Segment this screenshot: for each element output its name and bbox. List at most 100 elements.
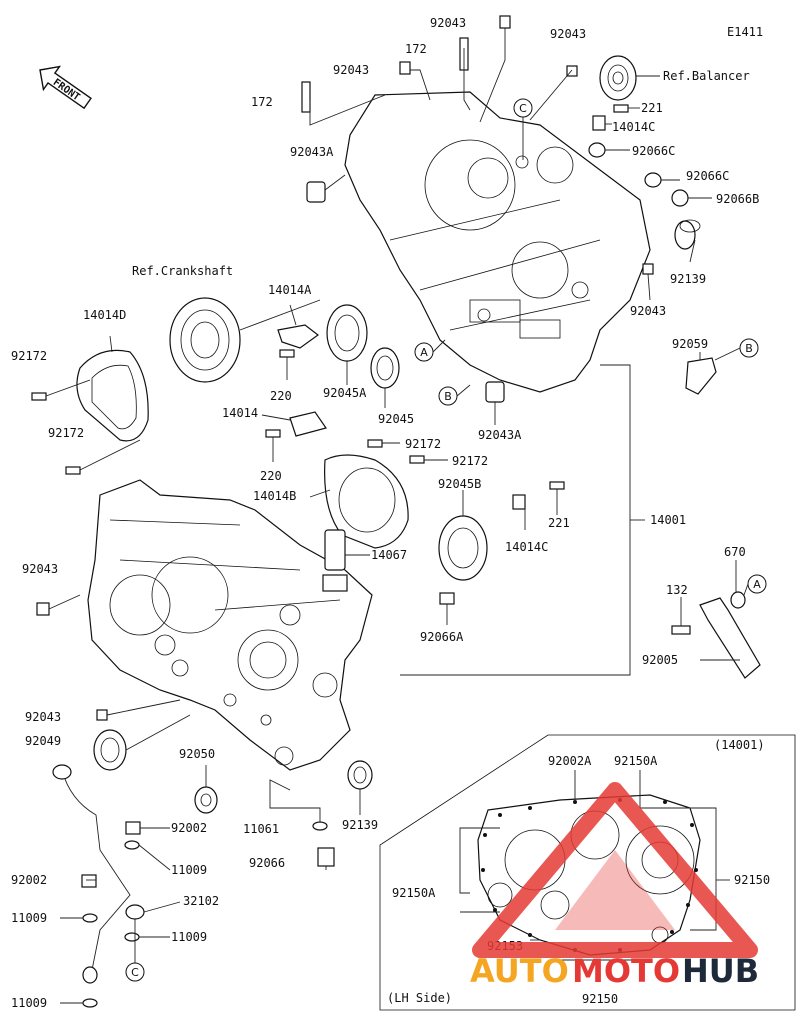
watermark-logo: AUTO MOTO HUB — [470, 782, 759, 990]
bearing-92045B — [438, 515, 488, 581]
label-92050: 92050 — [179, 747, 215, 761]
collar-92066C-a — [588, 142, 606, 158]
stud-172-b — [301, 81, 311, 113]
label-670: 670 — [724, 545, 746, 559]
plug-92066 — [317, 847, 335, 867]
callout-a-1: A — [414, 342, 434, 362]
label-32102: 32102 — [183, 894, 219, 908]
collar-92066A — [439, 592, 455, 605]
callout-a-2: A — [747, 574, 767, 594]
label-92043A: 92043A — [290, 145, 334, 159]
bolt-92002-a — [125, 821, 141, 835]
label-92043: 92043 — [25, 710, 61, 724]
plate-14014B — [324, 454, 409, 549]
svg-text:C: C — [519, 102, 527, 115]
bearing-ref-balancer — [599, 55, 637, 101]
label-92043: 92043 — [333, 63, 369, 77]
seal-92049 — [93, 729, 127, 771]
bolt-92172-d — [409, 455, 425, 464]
bolt-92172-a — [31, 392, 47, 401]
seal-14067 — [322, 574, 348, 592]
label-92172: 92172 — [452, 454, 488, 468]
label-92150A: 92150A — [614, 754, 658, 768]
inset-title: (14001) — [714, 738, 765, 752]
plate-14014C-low — [512, 494, 526, 510]
svg-text:A: A — [753, 578, 761, 591]
seal-92050 — [194, 786, 218, 814]
label-14001: 14001 — [650, 513, 686, 527]
sleeve-14067 — [324, 529, 346, 571]
collar-92139-top — [674, 219, 701, 250]
label-132: 132 — [666, 583, 688, 597]
bearing-ref-crankshaft — [169, 297, 241, 383]
bolt-220-a — [279, 349, 295, 358]
label-11009: 11009 — [171, 930, 207, 944]
label-11009: 11009 — [11, 911, 47, 925]
label-221: 221 — [641, 101, 663, 115]
label-14014: 14014 — [222, 406, 258, 420]
svg-text:A: A — [420, 346, 428, 359]
dowel-92043A-top — [306, 181, 326, 203]
label-11009: 11009 — [11, 996, 47, 1010]
oring-670 — [730, 591, 746, 609]
label-220: 220 — [260, 469, 282, 483]
svg-text:C: C — [131, 966, 139, 979]
bolt-92172-b — [65, 466, 81, 475]
label-14067: 14067 — [371, 548, 407, 562]
label-ref-crankshaft: Ref.Crankshaft — [132, 264, 233, 278]
dowel-92043-top — [499, 15, 511, 29]
callout-c-1: C — [513, 98, 533, 118]
label-92066A: 92066A — [420, 630, 464, 644]
label-92043: 92043 — [630, 304, 666, 318]
label-92049: 92049 — [25, 734, 61, 748]
lower-crankcase-left — [87, 479, 373, 771]
label-220: 220 — [270, 389, 292, 403]
label-172: 172 — [405, 42, 427, 56]
dowel-92043-upper — [399, 61, 411, 75]
washer-11009-b — [82, 913, 98, 923]
label-14014D: 14014D — [83, 308, 126, 322]
label-ref-balancer: Ref.Balancer — [663, 69, 750, 83]
bearing-92045A — [326, 304, 368, 362]
watermark-hub: HUB — [682, 952, 759, 990]
label-92043: 92043 — [430, 16, 466, 30]
leader-lines — [45, 28, 740, 1004]
label-92066: 92066 — [249, 856, 285, 870]
label-11061: 11061 — [243, 822, 279, 836]
washer-11009-d — [82, 998, 98, 1008]
inset-side-label: (LH Side) — [387, 991, 452, 1005]
callout-c-2: C — [125, 962, 145, 982]
label-92045: 92045 — [378, 412, 414, 426]
label-14014A: 14014A — [268, 283, 312, 297]
gasket-11061 — [312, 821, 328, 831]
bolt-221-low — [549, 481, 565, 490]
label-92002A: 92002A — [548, 754, 592, 768]
label-14014C: 14014C — [612, 120, 655, 134]
label-92150A: 92150A — [392, 886, 436, 900]
label-221: 221 — [548, 516, 570, 530]
plate-14014D — [76, 349, 149, 442]
label-92005: 92005 — [642, 653, 678, 667]
label-92043: 92043 — [550, 27, 586, 41]
upper-crankcase-right — [344, 91, 651, 393]
banjo-mid — [125, 904, 145, 920]
label-172: 172 — [251, 95, 273, 109]
collar-92139-low — [347, 760, 373, 790]
watermark-auto: AUTO — [470, 952, 569, 990]
plate-14014A — [277, 324, 320, 349]
hose-32102 — [61, 769, 131, 981]
label-92045A: 92045A — [323, 386, 367, 400]
collar-92066B — [671, 189, 689, 207]
bolt-221-top — [613, 104, 629, 113]
dowel-92043-low — [96, 709, 108, 721]
washer-11009-a — [124, 840, 140, 850]
bolt-92002-b — [81, 874, 97, 888]
label-92150: 92150 — [582, 992, 618, 1006]
label-92059: 92059 — [672, 337, 708, 351]
bolt-220-b — [265, 429, 281, 438]
label-14014B: 14014B — [253, 489, 296, 503]
svg-text:B: B — [444, 390, 452, 403]
diagram-code: E1411 — [727, 25, 763, 39]
part-labels: 92043 92043 172 92043 Ref.Balancer 172 2… — [11, 16, 759, 1010]
